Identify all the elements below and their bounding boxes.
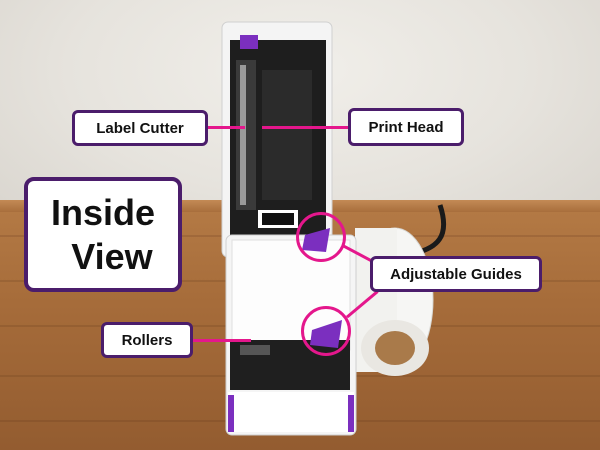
pointer-rollers — [191, 339, 251, 342]
callout-adjustable-guides: Adjustable Guides — [370, 256, 542, 292]
callout-rollers-text: Rollers — [121, 331, 173, 349]
guide-ring-upper — [296, 212, 346, 262]
callout-label-cutter: Label Cutter — [72, 110, 208, 146]
callout-inside-view-line1: Inside — [50, 191, 156, 233]
callout-inside-view-line2: View — [71, 235, 153, 277]
callout-rollers: Rollers — [101, 322, 193, 358]
callout-inside-view: Inside View — [24, 177, 182, 292]
callout-print-head: Print Head — [348, 108, 464, 146]
pointer-label-cutter — [205, 126, 245, 129]
callout-adjustable-guides-text: Adjustable Guides — [390, 265, 522, 283]
callout-print-head-text: Print Head — [368, 118, 444, 136]
pointer-print-head — [262, 126, 350, 129]
callout-label-cutter-text: Label Cutter — [96, 119, 184, 137]
guide-ring-lower — [301, 306, 351, 356]
